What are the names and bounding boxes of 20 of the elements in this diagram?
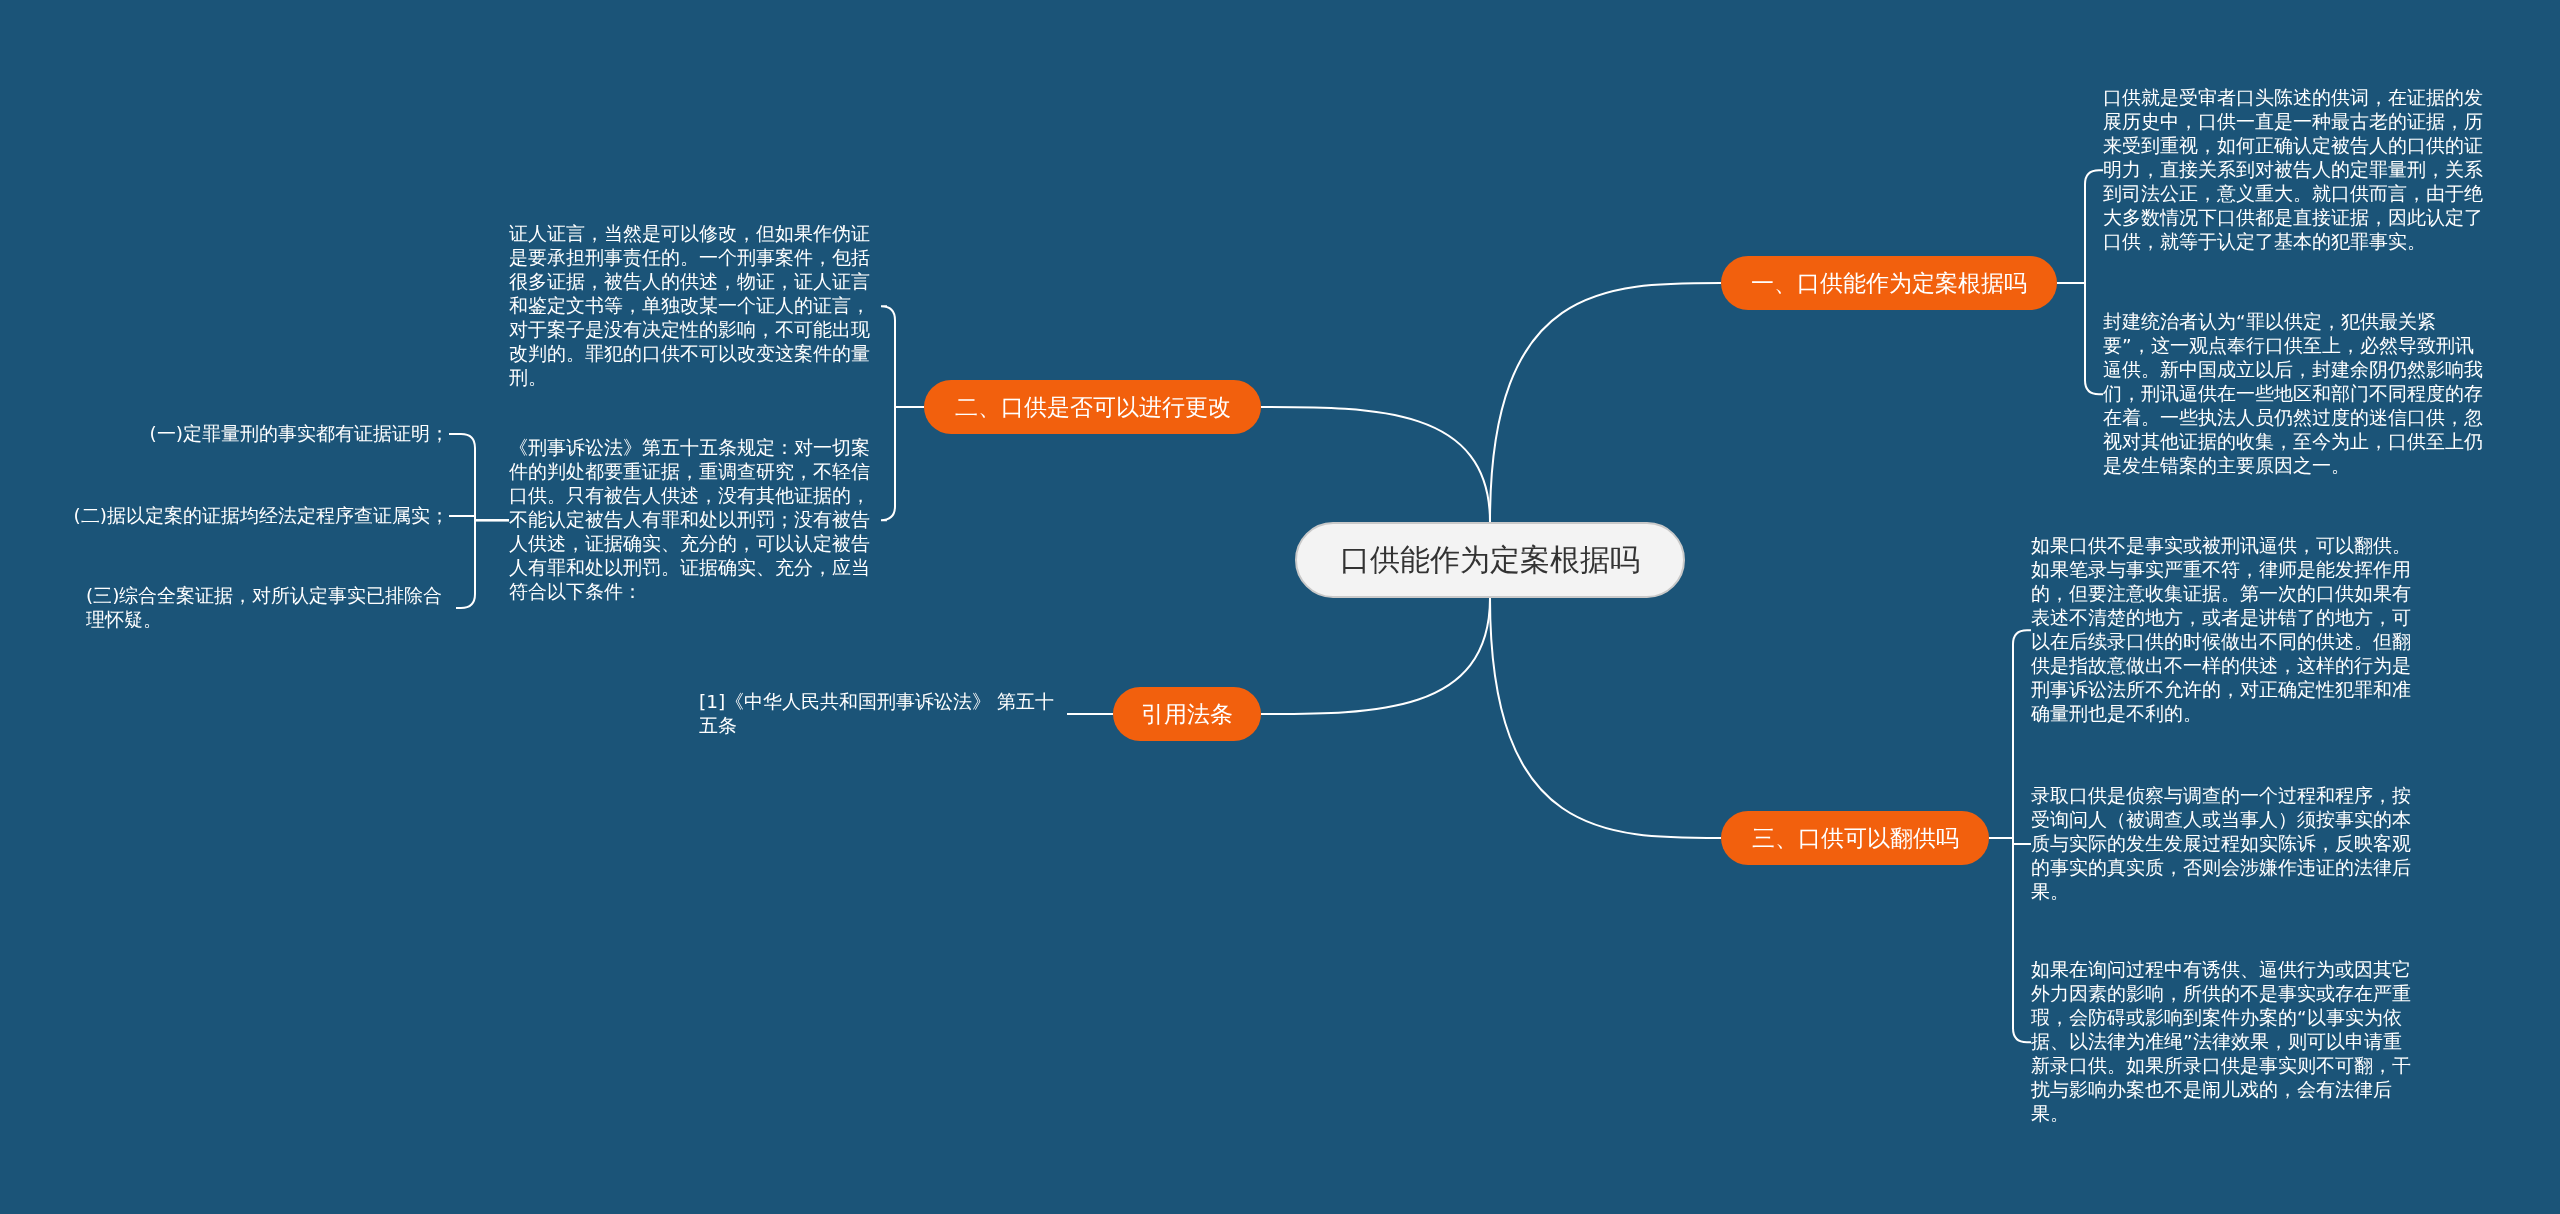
note-text: [1]《中华人民共和国刑事诉讼法》 第五十五条 bbox=[699, 690, 1067, 739]
connector-line bbox=[1489, 597, 1722, 839]
note-text: 口供就是受审者口头陈述的供词，在证据的发展历史中，口供一直是一种最古老的证据，历来受到重视，如何正确认定被告人的口供的证明力，直接关系到对被告人的定罪量刑，关系到司法公正，意义重大。就口供而言，由于绝大多数情况下口供都是直接证据，因此认定了口供，就等于认定了基本的犯罪事实。 bbox=[2103, 86, 2483, 255]
connector-line bbox=[1066, 713, 1114, 716]
branch-topic: 二、口供是否可以进行更改 bbox=[924, 380, 1261, 434]
note-text: 录取口供是侦察与调查的一个过程和程序，按受询问人（被调查人或当事人）须按事实的本质与实际的发生发展过程如实陈诉，反映客观的事实的真实质，否则会涉嫌作违证的法律后果。 bbox=[2031, 784, 2411, 905]
branch-topic: 引用法条 bbox=[1113, 687, 1261, 741]
note-text: 《刑事诉讼法》第五十五条规定：对一切案件的判处都要重证据，重调查研究，不轻信口供。只有被告人供述，没有其他证据的，不能认定被告人有罪和处以刑罚；没有被告人供述，证据确实、充分的，可以认定被告人有罪和处以刑罚。证据确实、充分，应当符合以下条件： bbox=[509, 436, 887, 605]
note-text: 如果在询问过程中有诱供、逼供行为或因其它外力因素的影响，所供的不是事实或存在严重瑕，会防碍或影响到案件办案的“以事实为依据、以法律为准绳”法律效果，则可以申请重新录口供。如果所录口供是事实则不可翻，干扰与影响办案也不是闹儿戏的，会有法律后果。 bbox=[2031, 958, 2411, 1127]
note-text: (三)综合全案证据，对所认定事实已排除合理怀疑。 bbox=[86, 584, 456, 633]
note-text: (二)据以定案的证据均经法定程序查证属实； bbox=[73, 504, 449, 529]
note-text: 封建统治者认为“罪以供定，犯供最关紧要”，这一观点奉行口供至上，必然导致刑讯逼供。新中国成立以后，封建余阴仍然影响我们，刑讯逼供在一些地区和部门不同程度的存在着。一些执法人员仍然过度的迷信口供，忽视对其他证据的收集，至今为止，口供至上仍是发生错案的主要原因之一。 bbox=[2103, 310, 2483, 479]
branch-topic: 三、口供可以翻供吗 bbox=[1721, 811, 1989, 865]
note-text: 如果口供不是事实或被刑讯逼供，可以翻供。如果笔录与事实严重不符，律师是能发挥作用的，但要注意收集证据。第一次的口供如果有表述不清楚的地方，或者是讲错了的地方，可以在后续录口供的时候做出不同的供述。但翻供是指故意做出不一样的供述，这样的行为是刑事诉讼法所不允许的，对正确定性犯罪和准确量刑也是不利的。 bbox=[2031, 534, 2411, 727]
branch-topic: 一、口供能作为定案根据吗 bbox=[1721, 256, 2057, 310]
connector-line bbox=[880, 406, 925, 522]
connector-line bbox=[1260, 406, 1491, 523]
note-text: (一)定罪量刑的事实都有证据证明； bbox=[149, 422, 449, 447]
note-text: 证人证言，当然是可以修改，但如果作伪证是要承担刑事责任的。一个刑事案件，包括很多证据，被告人的供述，物证，证人证言和鉴定文书等，单独改某一个证人的证言，对于案子是没有决定性的影响，不可能出现改判的。罪犯的口供不可以改变这案件的量刑。 bbox=[509, 222, 887, 391]
central-topic: 口供能作为定案根据吗 bbox=[1295, 522, 1685, 598]
